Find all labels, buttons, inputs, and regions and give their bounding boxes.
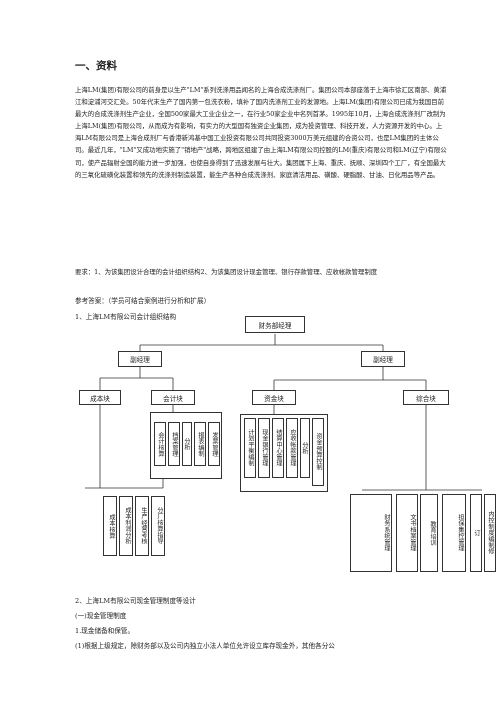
general-block-label: 综合块	[416, 394, 436, 403]
deputy-manager-left-box: 副经理	[118, 351, 162, 367]
general-unit: 担保集控管理	[442, 494, 466, 572]
accounting-block-box: 会计块	[151, 390, 195, 405]
cash-reserve-item: 1.现金储备和保管。	[75, 627, 135, 635]
accounting-unit: 报表编制	[194, 422, 206, 466]
accounting-unit: 发票管理	[208, 422, 220, 466]
section2-title: 2、上海LM有限公司现金管理制度等设计	[75, 597, 196, 605]
accounting-block-label: 会计块	[163, 394, 183, 403]
finance-manager-label: 财务部经理	[258, 321, 292, 330]
funds-block-box: 资金块	[252, 390, 296, 405]
general-unit: 内控制度编制修	[484, 494, 496, 572]
funds-block-label: 资金块	[264, 394, 284, 403]
cash-reserve-detail: (1)根据上级规定，除财务部以及公司内独立小法人单位允许设立库存现金外，其他各分…	[75, 642, 335, 650]
company-description: 上海LM(集团)有限公司的前身是以生产"LM"系列洗涤用品闻名的上海合成洗涤剂厂…	[75, 86, 447, 179]
funds-unit: 计划平衡编制	[244, 418, 256, 478]
funds-unit: 结算中心管理	[272, 418, 284, 478]
accounting-unit: 会计核算	[154, 422, 166, 466]
deputy-manager-left-label: 副经理	[130, 356, 150, 364]
deputy-manager-right-label: 副经理	[373, 356, 393, 364]
accounting-unit: 档案管理	[168, 422, 180, 466]
deputy-manager-right-box: 副经理	[361, 351, 405, 367]
funds-units-group	[240, 414, 328, 492]
funds-unit: 应收帐款管理	[286, 418, 298, 478]
finance-manager-box: 财务部经理	[245, 316, 305, 333]
general-unit: 教育培训	[420, 494, 438, 572]
funds-unit: 分析	[300, 418, 310, 478]
cash-management-subtitle: (一)现金管理制度	[75, 612, 127, 620]
general-unit: 文书档案管理	[396, 494, 418, 572]
funds-unit: 现金银行管理	[258, 418, 270, 478]
funds-unit: 资金预算控制	[312, 418, 324, 486]
cost-unit: 生产经营考核	[135, 496, 149, 556]
accounting-unit: 分析	[182, 422, 192, 466]
general-unit: 订	[470, 494, 482, 572]
subsection-org-structure: 1、上海LM有限公司会计组织结构	[75, 313, 177, 321]
general-unit: 财务系统管理	[350, 494, 392, 572]
section-title: 一、资料	[75, 60, 117, 72]
cost-block-box: 成本块	[79, 390, 121, 405]
answer-note: 参考答案：（学员可结合案例进行分析和扩展）	[75, 297, 211, 305]
cost-block-label: 成本块	[90, 394, 110, 403]
cost-unit: 分厂核算指导	[151, 496, 165, 556]
cost-unit: 成本核算	[103, 496, 117, 556]
accounting-units-group	[150, 412, 222, 479]
requirement: 要求：1、为该集团设计合理的会计组织结构2、为该集团设计现金管理、银行存款管理、…	[75, 268, 378, 276]
general-block-box: 综合块	[403, 390, 449, 405]
cost-unit: 成本利润分析	[119, 496, 133, 556]
